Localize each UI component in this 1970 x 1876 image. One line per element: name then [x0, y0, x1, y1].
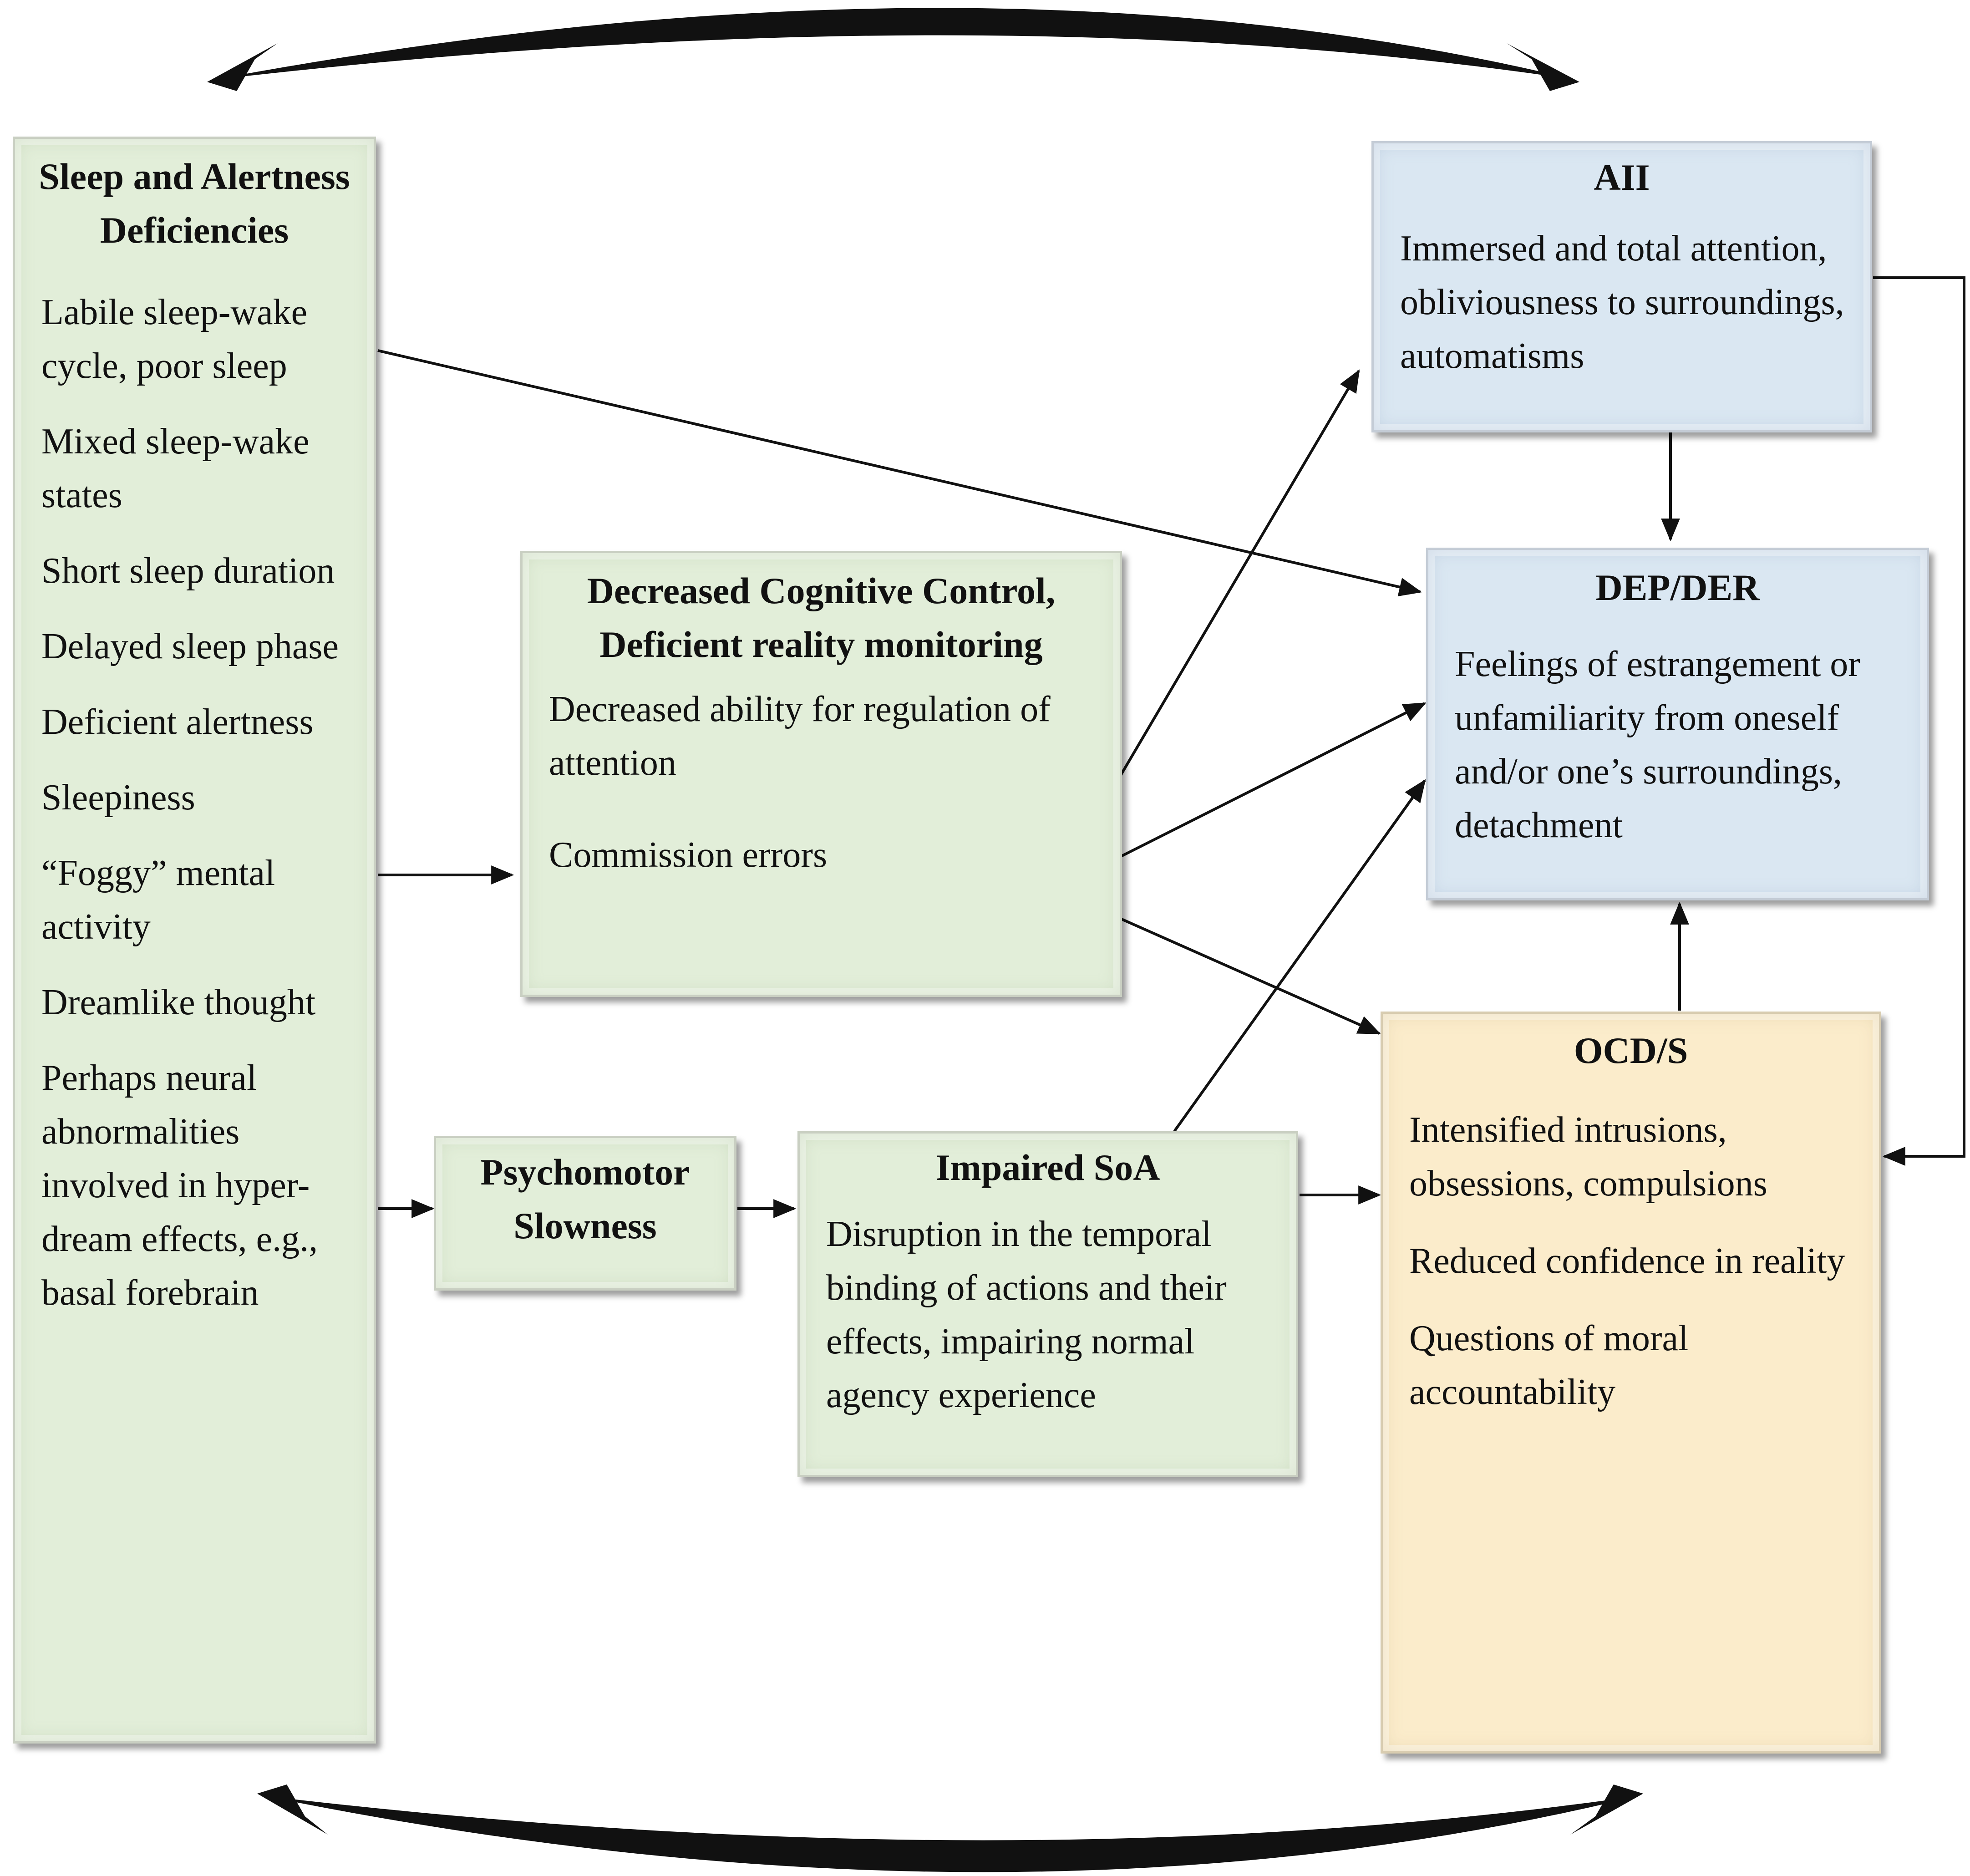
box-soa-title: Impaired SoA — [935, 1147, 1160, 1188]
bottom-cycle-arrow — [264, 1796, 1639, 1872]
box-dep-title: DEP/DER — [1595, 567, 1760, 608]
sleep-item-mixed: Mixed sleep-wake states — [41, 422, 310, 515]
box-sleep-title: Sleep and Alertness Deficiencies — [39, 156, 350, 251]
sleep-item-dreamlike: Dreamlike thought — [41, 982, 316, 1022]
arrow-aii-to-ocd — [1873, 276, 1965, 1166]
sleep-item-neural: Perhaps neural abnormalities involved in… — [41, 1058, 318, 1313]
box-ocd-title: OCD/S — [1574, 1030, 1688, 1071]
arrow-sleep-to-dep — [377, 349, 1422, 596]
arrow-cognitive-to-aii — [1116, 369, 1360, 782]
box-dep-der: DEP/DER Feelings of estrangement or unfa… — [1426, 548, 1929, 900]
box-psychomotor-title: Psychomotor Slowness — [480, 1151, 690, 1246]
ocd-item-moral: Questions of moral accountability — [1409, 1318, 1689, 1412]
bottom-cycle-arrowhead-right — [1570, 1784, 1643, 1835]
cognitive-item-commission: Commission errors — [549, 835, 828, 875]
top-cycle-arrowhead-right — [1507, 43, 1579, 91]
dep-item-estrangement: Feelings of estrangement or unfamiliarit… — [1455, 644, 1860, 845]
sleep-item-foggy: “Foggy” mental activity — [41, 853, 275, 947]
box-aii-title: AII — [1594, 157, 1650, 198]
soa-item-disruption: Disruption in the temporal binding of ac… — [826, 1214, 1227, 1415]
sleep-item-alertness: Deficient alertness — [41, 702, 314, 742]
sleep-item-labile: Labile sleep-wake cycle, poor sleep — [41, 292, 308, 386]
arrow-cognitive-to-dep — [1117, 702, 1427, 859]
sleep-item-short: Short sleep duration — [41, 551, 335, 591]
box-cognitive-control: Decreased Cognitive Control, Deficient r… — [520, 551, 1122, 997]
ocd-item-confidence: Reduced confidence in reality — [1409, 1241, 1845, 1281]
arrow-cognitive-to-ocd — [1117, 916, 1381, 1035]
box-psychomotor: Psychomotor Slowness — [434, 1136, 736, 1291]
box-aii: AII Immersed and total attention, oblivi… — [1371, 141, 1872, 432]
bottom-cycle-arrowhead-left — [257, 1784, 328, 1835]
top-cycle-arrow — [214, 8, 1575, 80]
sleep-item-sleepiness: Sleepiness — [41, 778, 195, 818]
box-cognitive-title: Decreased Cognitive Control, Deficient r… — [587, 570, 1056, 665]
box-ocd-s: OCD/S Intensified intrusions, obsessions… — [1381, 1012, 1881, 1754]
aii-item-immersed: Immersed and total attention, obliviousn… — [1400, 229, 1844, 376]
ocd-item-intrusions: Intensified intrusions, obsessions, comp… — [1409, 1110, 1767, 1204]
sleep-item-delayed: Delayed sleep phase — [41, 626, 339, 666]
top-cycle-arrowhead-left — [207, 43, 278, 91]
box-sleep-alertness: Sleep and Alertness Deficiencies Labile … — [13, 137, 376, 1744]
arrow-soa-to-dep — [1173, 779, 1426, 1132]
box-impaired-soa: Impaired SoA Disruption in the temporal … — [797, 1131, 1298, 1477]
cognitive-item-attention: Decreased ability for regulation of atte… — [549, 689, 1051, 783]
